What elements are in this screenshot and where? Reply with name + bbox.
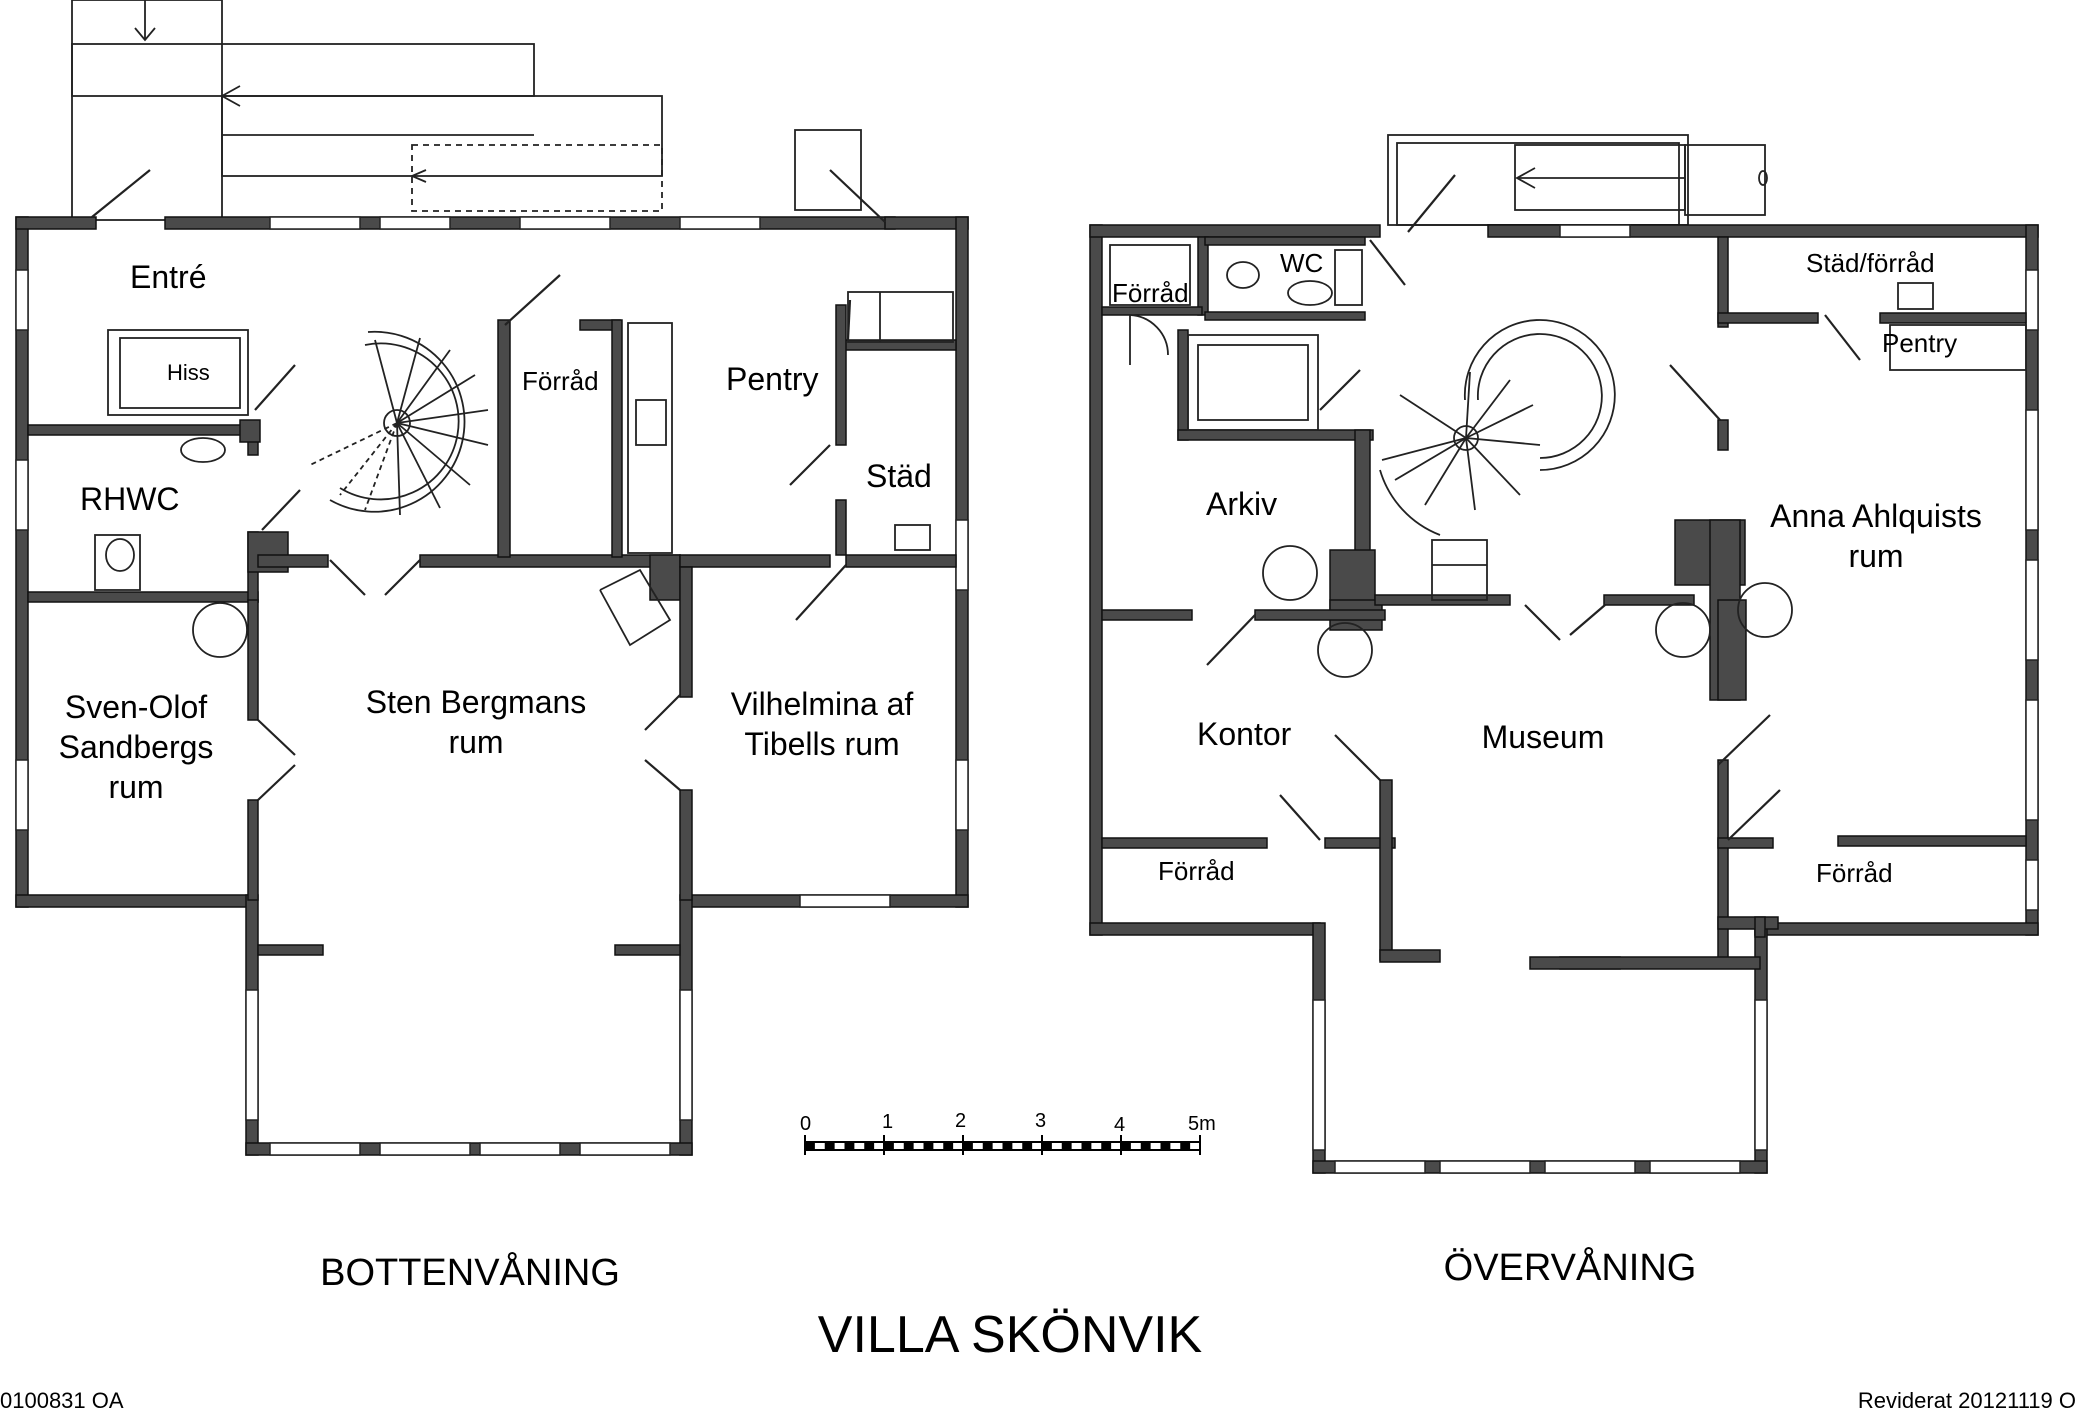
room-label-sven-olof-line3: rum bbox=[108, 769, 163, 805]
ground-doors bbox=[91, 169, 886, 801]
room-label-upper-pentry: Pentry bbox=[1882, 328, 1957, 358]
scale-bar: 0 1 2 3 4 5m bbox=[800, 1110, 1216, 1155]
upper-doors bbox=[1206, 174, 1861, 841]
room-label-stad: Städ bbox=[866, 458, 932, 494]
scale-bar-segment bbox=[1002, 1142, 1013, 1150]
entrance-steps bbox=[71, 0, 862, 221]
room-label-sven-olof-line2: Sandbergs bbox=[59, 729, 214, 765]
room-label-sten-bergman: Sten Bergmans rum bbox=[366, 684, 587, 760]
room-label-pentry: Pentry bbox=[726, 361, 818, 397]
scale-tick-1: 1 bbox=[882, 1111, 893, 1133]
scale-bar-segment bbox=[1101, 1142, 1112, 1150]
upper-balcony bbox=[1387, 134, 1768, 226]
scale-tick-4: 4 bbox=[1114, 1114, 1125, 1136]
ground-fixtures bbox=[94, 291, 954, 658]
scale-bar-segment bbox=[903, 1142, 914, 1150]
drawing-title: VILLA SKÖNVIK bbox=[818, 1306, 1203, 1364]
scale-bar-segment bbox=[805, 1142, 815, 1150]
room-label-forrad: Förråd bbox=[522, 366, 599, 396]
ground-outer-walls bbox=[15, 216, 969, 1156]
scale-bar-segment bbox=[1042, 1142, 1052, 1150]
scale-bar-segment bbox=[1140, 1142, 1151, 1150]
scale-bar-segment bbox=[1121, 1142, 1131, 1150]
scale-tick-0: 0 bbox=[800, 1113, 811, 1135]
scale-bar-segment bbox=[824, 1142, 835, 1150]
scale-tick-2: 2 bbox=[955, 1110, 966, 1132]
room-label-anna: Anna Ahlquists rum bbox=[1770, 498, 1982, 574]
room-label-rhwc: RHWC bbox=[80, 481, 180, 517]
room-label-vilhelmina-line2: Tibells rum bbox=[744, 726, 899, 762]
scale-bar-segments bbox=[804, 1135, 1201, 1155]
room-label-entre: Entré bbox=[130, 259, 206, 295]
room-label-anna-line2: rum bbox=[1848, 538, 1903, 574]
room-label-vilhelmina: Vilhelmina af Tibells rum bbox=[731, 686, 914, 762]
room-label-kontor: Kontor bbox=[1197, 716, 1292, 752]
upper-floor-heading: ÖVERVÅNING bbox=[1444, 1245, 1697, 1289]
room-label-sven-olof: Sven-Olof Sandbergs rum bbox=[59, 689, 214, 805]
scale-bar-segment bbox=[943, 1142, 954, 1150]
scale-bar-segment bbox=[923, 1142, 934, 1150]
scale-bar-segment bbox=[844, 1142, 855, 1150]
room-label-sten-bergman-line1: Sten Bergmans bbox=[366, 684, 587, 720]
scale-bar-segment bbox=[1022, 1142, 1033, 1150]
scale-bar-segment bbox=[1081, 1142, 1092, 1150]
scale-bar-segment bbox=[1061, 1142, 1072, 1150]
upper-interior-walls bbox=[1101, 236, 2027, 970]
upper-floor-plan: Förråd WC Städ/förråd Pentry Arkiv Anna … bbox=[1089, 134, 2039, 1289]
room-label-upper-forrad-left: Förråd bbox=[1158, 856, 1235, 886]
room-label-arkiv: Arkiv bbox=[1206, 486, 1277, 522]
scale-tick-3: 3 bbox=[1035, 1110, 1046, 1132]
room-label-museum: Museum bbox=[1482, 719, 1605, 755]
scale-bar-segment bbox=[963, 1142, 973, 1150]
upper-outer-walls bbox=[1089, 224, 2039, 1174]
footer-right-revision: Reviderat 20121119 O bbox=[1858, 1388, 2076, 1411]
scale-bar-segment bbox=[884, 1142, 894, 1150]
upper-fixtures bbox=[1109, 244, 2027, 678]
ground-floor-plan: Entré Hiss RHWC Förråd Pentry Städ Sven-… bbox=[15, 0, 969, 1294]
ground-interior-walls bbox=[27, 304, 957, 956]
room-label-stad-forrad: Städ/förråd bbox=[1806, 248, 1935, 278]
room-label-wc: WC bbox=[1280, 248, 1323, 278]
room-label-upper-forrad-right: Förråd bbox=[1816, 858, 1893, 888]
room-label-vilhelmina-line1: Vilhelmina af bbox=[731, 686, 914, 722]
room-label-anna-line1: Anna Ahlquists bbox=[1770, 498, 1982, 534]
room-label-sten-bergman-line2: rum bbox=[448, 724, 503, 760]
scale-bar-segment bbox=[982, 1142, 993, 1150]
room-label-upper-forrad-top: Förråd bbox=[1112, 278, 1189, 308]
upper-spiral-stair bbox=[1379, 319, 1616, 536]
footer-left-date: 0100831 OA bbox=[0, 1388, 124, 1411]
ground-floor-heading: BOTTENVÅNING bbox=[320, 1250, 620, 1294]
scale-tick-5m: 5m bbox=[1188, 1113, 1216, 1135]
room-label-sven-olof-line1: Sven-Olof bbox=[65, 689, 207, 725]
scale-bar-segment bbox=[864, 1142, 875, 1150]
scale-bar-segment bbox=[1180, 1142, 1191, 1150]
scale-bar-segment bbox=[1160, 1142, 1171, 1150]
ground-spiral-stair bbox=[309, 330, 489, 516]
room-label-hiss: Hiss bbox=[167, 360, 210, 385]
